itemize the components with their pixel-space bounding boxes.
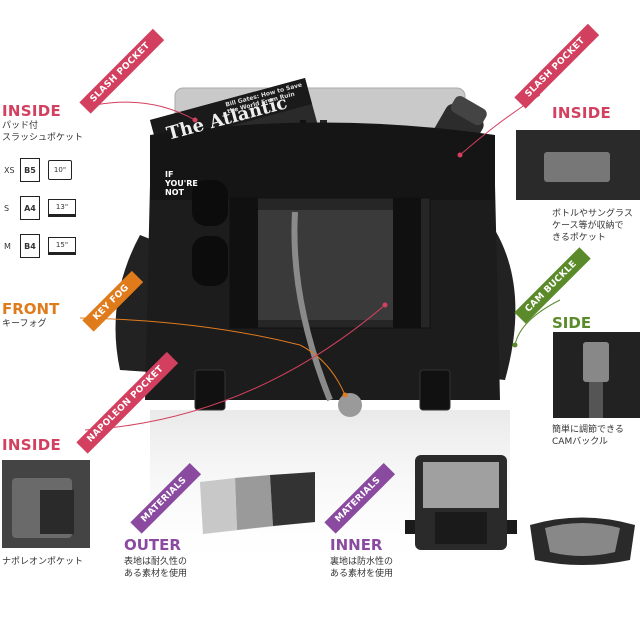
inside-heading-bottom-left: INSIDE <box>2 436 62 454</box>
magazine-cover-text: IF YOU'RE NOT <box>165 170 198 197</box>
buckle <box>194 369 226 411</box>
tablet-icon: 10" <box>48 160 72 180</box>
size-label: M <box>4 241 11 251</box>
paper-size-box: B4 <box>20 234 40 258</box>
paper-size-box: B5 <box>20 158 40 182</box>
front-heading: FRONT <box>2 300 60 318</box>
size-row-s: S A4 13" <box>4 196 76 220</box>
inside-desc-top-right: ボトルやサングラス ケース等が収納で きるポケット <box>552 209 633 243</box>
buckle <box>419 369 451 411</box>
pointer-line-cam-buckle <box>514 299 561 346</box>
side-heading: SIDE <box>552 314 592 332</box>
size-label: S <box>4 203 10 213</box>
keys <box>338 393 362 417</box>
bag-flap <box>150 122 495 200</box>
outer-material-bag-photo <box>200 472 315 534</box>
inner-material-bag-photo <box>405 455 517 550</box>
size-row-xs: XS B5 10" <box>4 158 72 182</box>
size-label: XS <box>4 165 15 175</box>
inside-desc-top-left: パッド付 スラッシュポケット <box>2 121 84 143</box>
outer-heading: OUTER <box>124 536 181 554</box>
webbing-strap <box>393 198 421 328</box>
inner-desc: 裏地は防水性の ある素材を使用 <box>330 557 394 579</box>
inside-heading-top-right: INSIDE <box>552 104 612 122</box>
napoleon-pocket-desc: ナポレオンポケット <box>2 557 84 567</box>
sunglasses <box>192 180 228 286</box>
size-row-m: M B4 15" <box>4 234 76 258</box>
napoleon-pocket-photo <box>2 460 90 548</box>
front-desc: キーフォグ <box>2 319 47 329</box>
outer-desc: 表地は耐久性の ある素材を使用 <box>124 557 188 579</box>
pointer-line-slash-left <box>94 101 196 121</box>
pointer-line-key-fog <box>79 317 346 396</box>
inner-heading: INNER <box>330 536 383 554</box>
mesh-panel <box>258 210 393 320</box>
laptop-icon: 15" <box>48 237 76 255</box>
bottle-pocket-photo <box>516 130 640 200</box>
paper-size-box: A4 <box>20 196 40 220</box>
webbing-strap <box>230 198 258 328</box>
inner-lining-photo <box>530 517 635 565</box>
cam-buckle-photo <box>553 332 640 418</box>
key-fog-cord <box>291 211 333 402</box>
side-desc: 簡単に調節できる CAMバックル <box>552 425 624 447</box>
laptop-icon: 13" <box>48 199 76 217</box>
pointer-line-napoleon <box>84 304 386 431</box>
inside-heading-top-left: INSIDE <box>2 102 62 120</box>
